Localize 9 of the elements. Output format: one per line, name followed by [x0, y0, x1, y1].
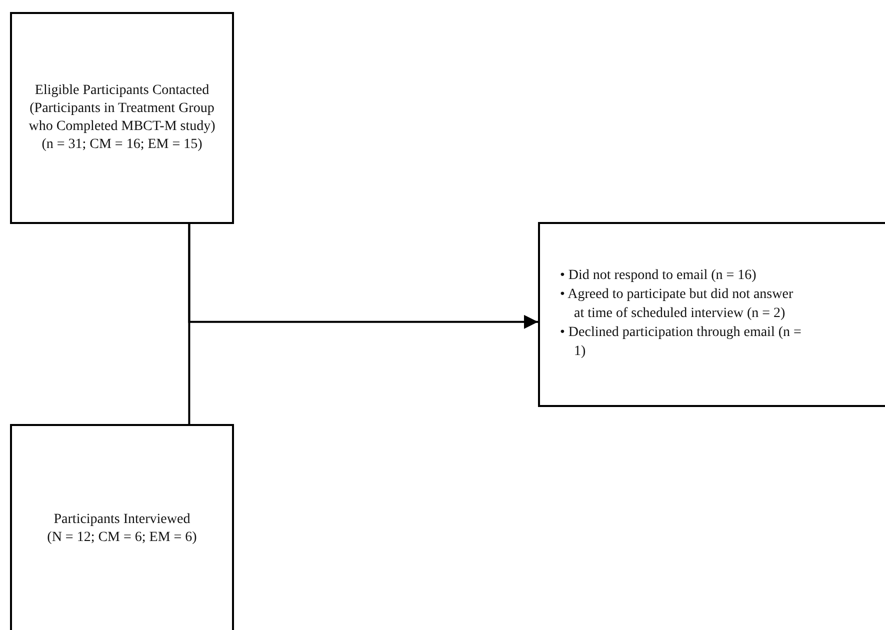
list-item: • Did not respond to email (n = 16)	[560, 267, 758, 286]
box-text: Eligible Participants Contacted (Participants in Treatment Group who Completed MBCT-M study) (n = 31; CM = 16; EM = 15)	[28, 82, 216, 154]
process-box	[10, 424, 234, 630]
process-box	[538, 222, 885, 407]
list-item: • Declined participation through email (n = 1)	[560, 324, 802, 361]
box-text: Participants Interviewed (N = 12; CM = 6; EM = 6)	[46, 510, 198, 547]
arrow	[188, 224, 538, 329]
process-box	[10, 12, 234, 224]
list-item: • Agreed to participate but did not answer at time of scheduled interview (n = 2)	[560, 286, 794, 324]
